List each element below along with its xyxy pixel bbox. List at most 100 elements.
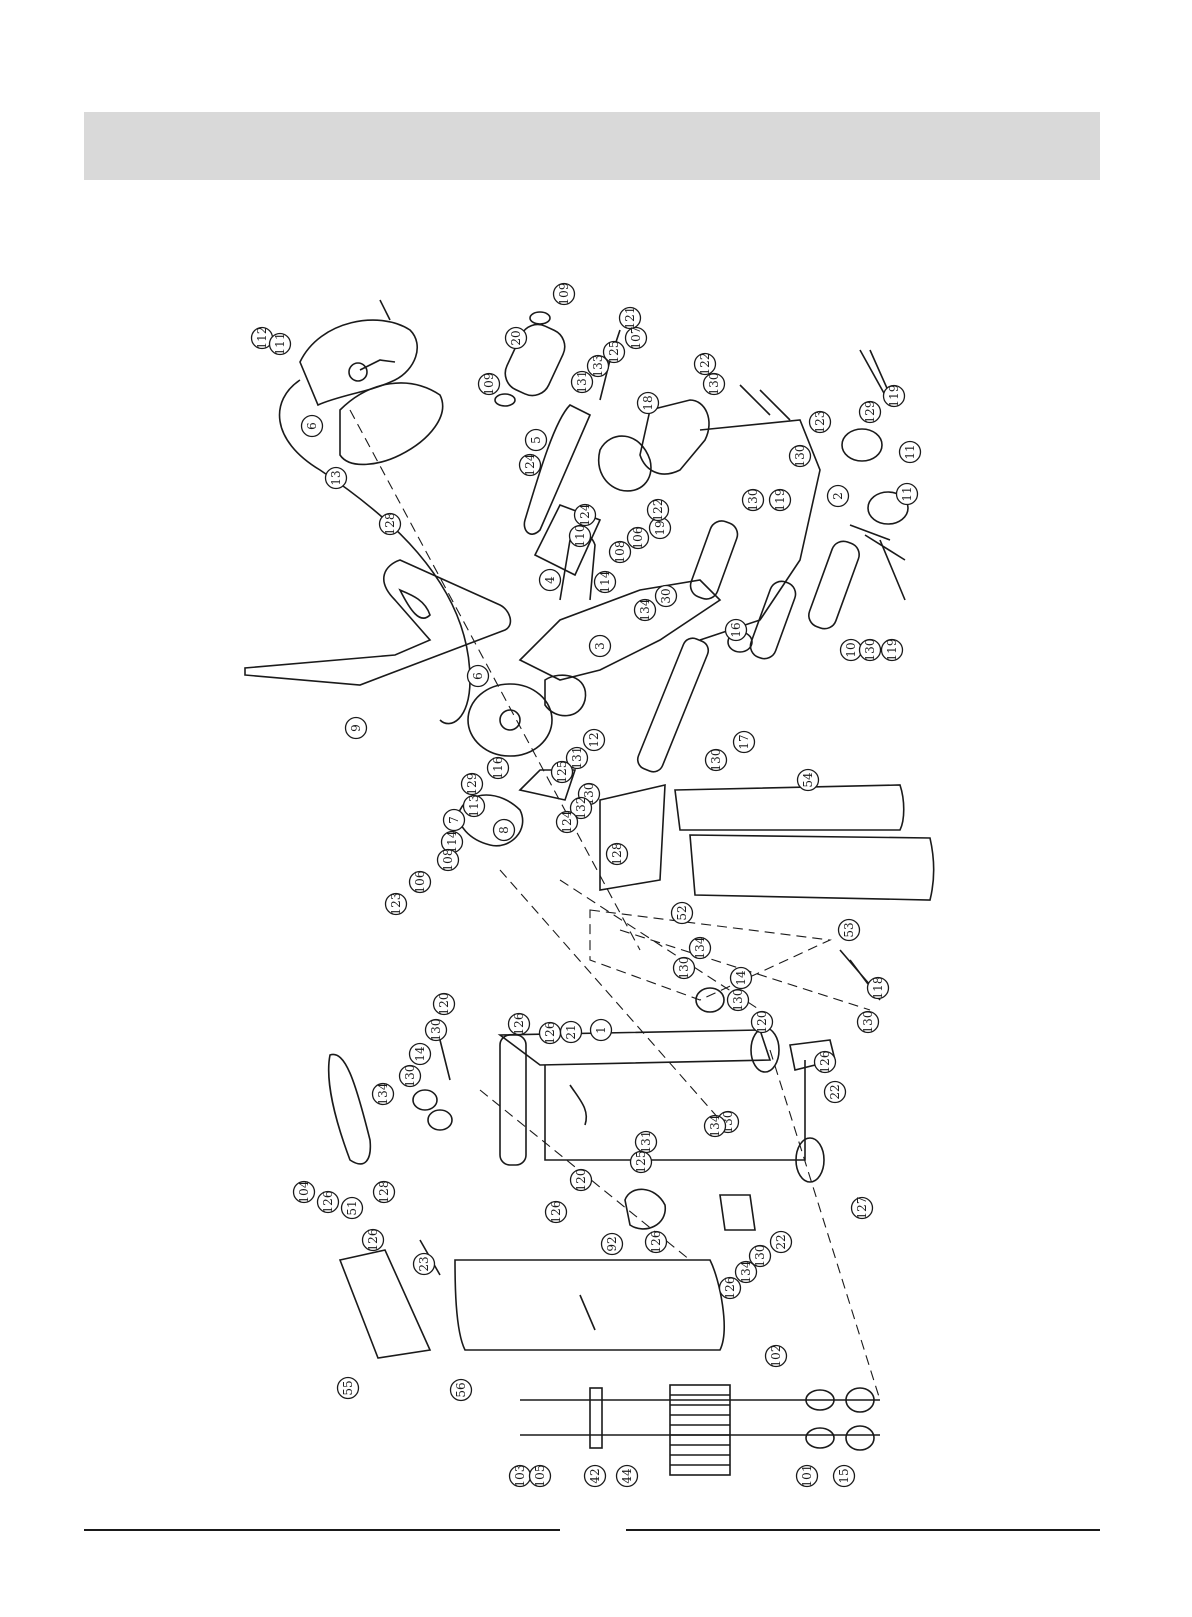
callout-119: 119 — [882, 384, 906, 408]
callout-103: 103 — [508, 1465, 532, 1488]
callout-132: 132 — [569, 796, 593, 820]
callout-131: 131 — [565, 747, 589, 769]
callout-circle — [672, 956, 696, 980]
callout-126: 126 — [718, 1277, 742, 1299]
callout-128: 128 — [605, 843, 629, 866]
panel-52 — [599, 783, 666, 891]
callout-129: 129 — [858, 401, 882, 424]
callout-107: 107 — [624, 327, 648, 349]
tube-17 — [636, 637, 710, 773]
callout-circle — [866, 976, 890, 1000]
callout-number: 130 — [861, 1011, 875, 1034]
callout-circle — [466, 664, 490, 688]
callout-circle — [769, 1230, 793, 1254]
callout-circle — [589, 1018, 613, 1042]
callout-number: 109 — [557, 283, 571, 306]
callout-130: 130 — [748, 1245, 772, 1268]
callout-number: 21 — [564, 1024, 578, 1039]
shroud-part — [244, 559, 512, 686]
callout-6: 6 — [300, 414, 324, 438]
callout-number: 5 — [529, 436, 543, 444]
callout-126: 126 — [644, 1231, 668, 1253]
callout-circle — [615, 1464, 639, 1488]
callout-number: 9 — [349, 724, 363, 732]
callout-circle — [477, 372, 501, 396]
callout-number: 110 — [573, 525, 587, 548]
callout-circle — [550, 760, 574, 784]
callout-circle — [588, 634, 612, 658]
callout-number: 128 — [377, 1181, 391, 1204]
callout-number: 126 — [818, 1051, 832, 1074]
callout-number: 130 — [753, 1245, 767, 1268]
callout-121: 121 — [618, 307, 642, 329]
callout-number: 14 — [413, 1046, 427, 1062]
callout-number: 123 — [389, 893, 403, 916]
callout-number: 101 — [800, 1465, 814, 1488]
callout-circle — [424, 1018, 448, 1042]
panel-55 — [338, 1249, 432, 1359]
callout-56: 56 — [449, 1378, 473, 1402]
callout-126: 126 — [813, 1051, 837, 1074]
callout-number: 22 — [774, 1234, 788, 1249]
callout-number: 130 — [677, 957, 691, 980]
callout-123: 123 — [808, 411, 832, 433]
callout-circle — [573, 503, 597, 527]
callout-number: 125 — [607, 341, 621, 364]
callout-number: 130 — [707, 373, 721, 396]
callout-circle — [538, 568, 562, 592]
callout-circle — [462, 794, 486, 818]
callout-circle — [570, 370, 594, 394]
callout-number: 103 — [513, 1465, 527, 1488]
callout-number: 13 — [329, 470, 343, 485]
callout-circle — [569, 796, 593, 820]
callout-number: 130 — [709, 749, 723, 772]
callout-126: 126 — [316, 1191, 340, 1213]
callout-number: 120 — [574, 1169, 588, 1192]
callout-circle — [729, 966, 753, 990]
callout-circle — [518, 453, 542, 477]
callout-circle — [796, 768, 820, 792]
callout-number: 18 — [641, 395, 655, 410]
part-51 — [327, 1053, 372, 1165]
callout-circle — [372, 1180, 396, 1204]
callout-130: 130 — [424, 1018, 448, 1042]
callout-circle — [703, 1114, 727, 1138]
roller-20 — [504, 323, 566, 397]
callout-7: 7 — [442, 808, 466, 832]
seat-19 — [598, 435, 652, 492]
callout-30: 30 — [654, 584, 678, 608]
callout-number: 104 — [297, 1180, 311, 1203]
callout-number: 105 — [533, 1465, 547, 1488]
callout-number: 106 — [413, 871, 427, 894]
callout-14: 14 — [408, 1042, 432, 1066]
callout-circle — [608, 540, 632, 564]
arm-pad-part — [299, 319, 419, 407]
callout-112: 112 — [250, 327, 274, 349]
callout-number: 128 — [610, 843, 624, 866]
callout-number: 134 — [638, 598, 652, 621]
callout-number: 119 — [887, 385, 901, 408]
callout-number: 119 — [885, 639, 899, 662]
callout-128: 128 — [378, 513, 402, 535]
callout-number: 2 — [831, 492, 845, 500]
callout-circle — [344, 716, 368, 740]
callout-circle — [741, 488, 765, 512]
callout-124: 124 — [555, 810, 579, 833]
callout-number: 120 — [437, 993, 451, 1016]
callout-circle — [486, 756, 510, 780]
callout-number: 129 — [863, 401, 877, 424]
callout-circle — [371, 1082, 395, 1106]
callout-22: 22 — [769, 1230, 793, 1254]
callout-18: 18 — [636, 391, 660, 415]
callout-circle — [823, 1080, 847, 1104]
callout-11: 11 — [895, 482, 919, 506]
callout-number: 134 — [708, 1114, 722, 1137]
callout-circle — [768, 488, 792, 512]
callout-number: 42 — [588, 1468, 602, 1483]
callout-circle — [882, 384, 906, 408]
callout-123: 123 — [384, 893, 408, 916]
callout-6: 6 — [466, 664, 490, 688]
callout-circle — [361, 1228, 385, 1252]
callout-130: 130 — [858, 639, 882, 661]
